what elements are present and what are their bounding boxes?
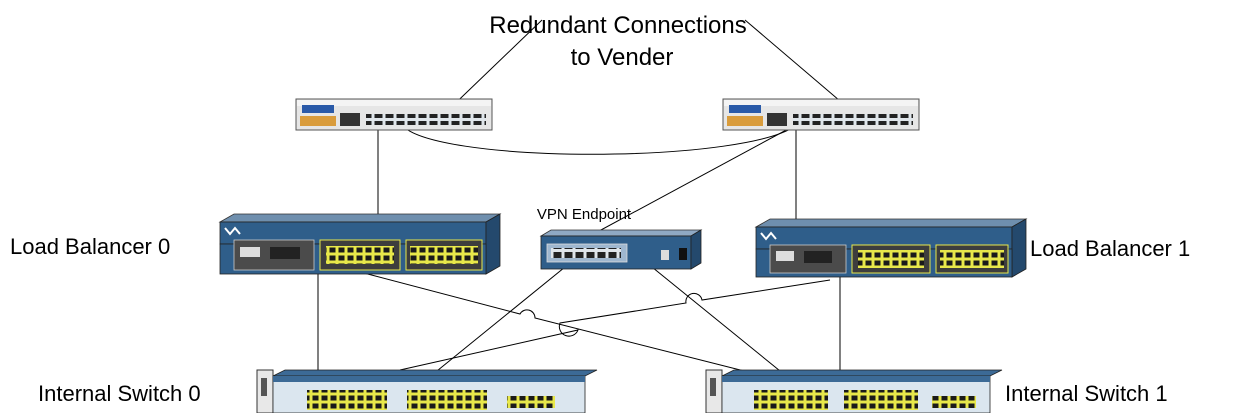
vpn-endpoint-label: VPN Endpoint	[537, 206, 632, 223]
internal-switch-0-label: Internal Switch 0	[38, 381, 201, 406]
load-balancer-0	[218, 213, 502, 275]
internal-switch-0	[256, 369, 598, 413]
load-balancer-1	[754, 218, 1028, 278]
internal-switch-1-label: Internal Switch 1	[1005, 381, 1168, 406]
title-line-1: Redundant Connections	[489, 12, 747, 39]
load-balancer-0-label: Load Balancer 0	[10, 234, 170, 259]
vpn-endpoint	[539, 229, 703, 270]
top-switch-right	[722, 98, 920, 131]
load-balancer-1-label: Load Balancer 1	[1030, 236, 1190, 261]
title-line-2: to Vender	[571, 44, 674, 71]
connection-lines	[317, 19, 861, 376]
top-switch-left	[295, 98, 493, 131]
internal-switch-1	[705, 369, 1003, 413]
